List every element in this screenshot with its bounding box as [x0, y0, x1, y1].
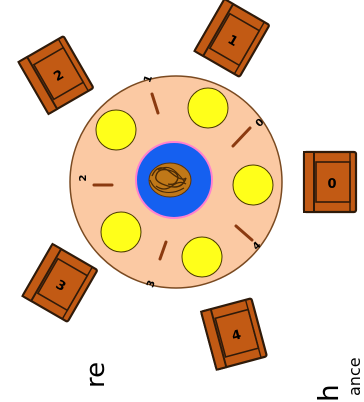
chair-0: 0 — [304, 152, 356, 212]
side-text-lower-left: re — [81, 362, 111, 388]
side-text-lower-right-a: h — [312, 384, 345, 402]
chair-3: 3 — [22, 244, 97, 322]
chair-2: 2 — [18, 36, 93, 114]
plate-3 — [101, 212, 141, 252]
chair-1: 1 — [194, 0, 269, 77]
plate-2 — [96, 110, 136, 150]
chair-4: 4 — [201, 298, 267, 369]
plate-4 — [182, 237, 222, 277]
plate-0 — [233, 165, 273, 205]
chair-label: 0 — [327, 177, 336, 192]
noodle-bowl-icon — [136, 142, 212, 218]
side-text-lower-right-b: ance — [345, 357, 364, 396]
chopstick-label: 2 — [78, 174, 89, 181]
plate-1 — [188, 88, 228, 128]
